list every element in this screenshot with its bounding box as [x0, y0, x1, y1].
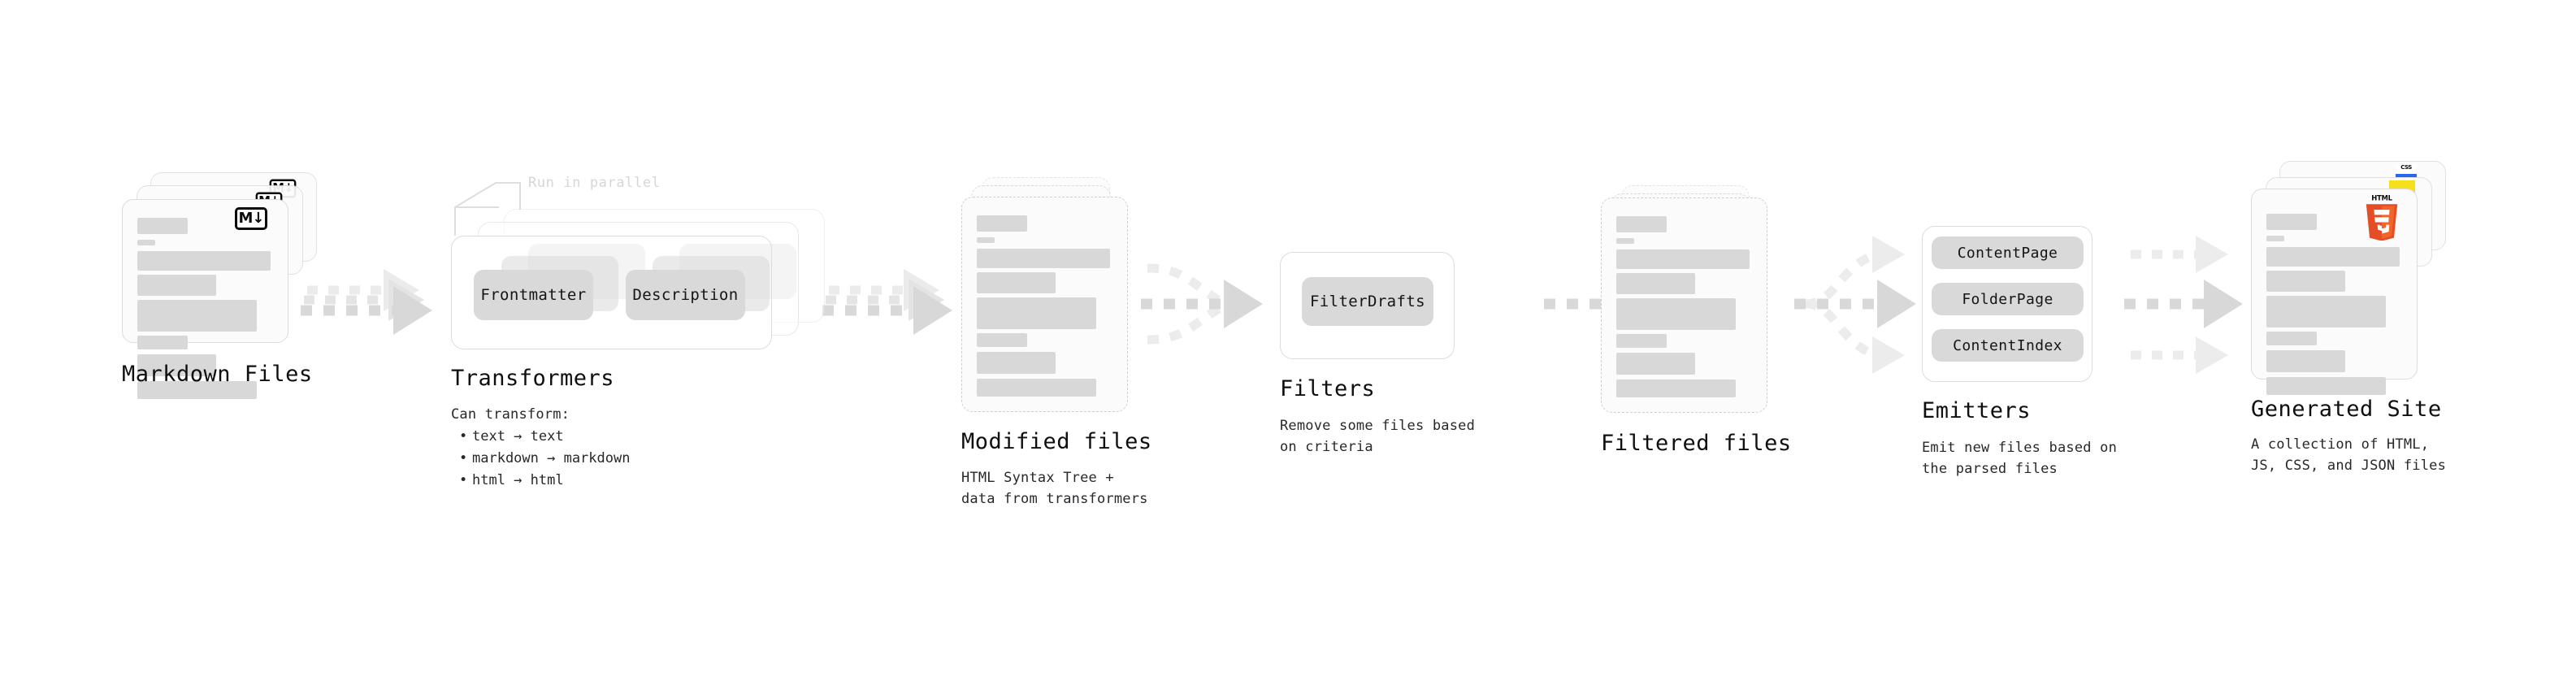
skeleton-line	[2266, 332, 2317, 345]
skeleton-title	[1616, 216, 1667, 232]
pill-contentpage[interactable]: ContentPage	[1932, 236, 2084, 269]
markdown-icon: M↓	[235, 207, 267, 230]
skeleton-sub	[137, 240, 155, 245]
arrow-transformers-to-modified	[822, 269, 952, 335]
html5-icon: HTML	[2363, 193, 2400, 241]
stage-label-modified-files: Modified files	[961, 429, 1152, 454]
modified-card-front	[961, 197, 1128, 412]
run-in-parallel-annotation: Run in parallel	[528, 175, 661, 191]
skeleton-line	[977, 297, 1096, 329]
skeleton-line	[137, 275, 216, 296]
stage-desc-transformers: Can transform:	[451, 406, 570, 423]
css-icon: CSS	[2396, 164, 2417, 177]
stage-label-filtered-files: Filtered files	[1601, 431, 1792, 456]
skeleton-line	[977, 333, 1027, 347]
bullet-item: html → html	[459, 470, 630, 492]
pill-filterdrafts[interactable]: FilterDrafts	[1302, 277, 1433, 326]
transformers-bullet-list: text → text markdown → markdown html → h…	[459, 426, 630, 492]
bullet-item: markdown → markdown	[459, 448, 630, 470]
skeleton-title	[977, 215, 1027, 232]
skeleton-line	[1616, 380, 1736, 397]
skeleton-line	[1616, 353, 1695, 375]
skeleton-line	[1616, 334, 1667, 348]
skeleton-line	[137, 381, 257, 399]
stage-filters: FilterDrafts Filters Remove some files b…	[1280, 0, 1548, 455]
skeleton-line	[1616, 273, 1695, 294]
site-card-stack: CSS HTML	[2251, 0, 2543, 395]
stage-label-emitters: Emitters	[1922, 398, 2032, 423]
stage-label-filters: Filters	[1280, 376, 1376, 401]
skeleton-line	[977, 249, 1110, 268]
skeleton-sub	[1616, 238, 1634, 244]
skeleton-sub	[2266, 236, 2284, 241]
skeleton-line	[137, 300, 257, 332]
pill-description[interactable]: Description	[626, 270, 745, 320]
stage-transformers: Run in parallel Frontmatter Description …	[451, 0, 833, 488]
skeleton-line	[2266, 271, 2345, 292]
filtered-card-stack	[1601, 0, 1869, 413]
skeleton-line	[2266, 377, 2386, 395]
skeleton-line	[137, 251, 271, 271]
stage-label-transformers: Transformers	[451, 366, 615, 391]
stage-desc-modified-files: HTML Syntax Tree + data from transformer…	[961, 470, 1148, 508]
skeleton-line	[137, 354, 216, 376]
stage-desc-filters: Remove some files based on criteria	[1280, 418, 1476, 456]
stage-label-generated-site: Generated Site	[2251, 397, 2442, 422]
stage-emitters: ContentPage FolderPage ContentIndex Emit…	[1922, 0, 2198, 477]
skeleton-line	[2266, 296, 2386, 327]
stage-desc-emitters: Emit new files based on the parsed files	[1922, 440, 2118, 478]
arrow-emitters-to-site	[2124, 236, 2243, 374]
skeleton-line	[1616, 298, 1736, 330]
stage-modified-files: Modified files HTML Syntax Tree + data f…	[961, 0, 1229, 507]
bullet-item: text → text	[459, 426, 630, 448]
site-card-front	[2251, 189, 2418, 395]
filters-box-stack: FilterDrafts	[1280, 0, 1548, 359]
stage-desc-generated-site: A collection of HTML, JS, CSS, and JSON …	[2251, 436, 2447, 475]
stage-generated-site: CSS HTML	[2251, 0, 2543, 474]
skeleton-line	[2266, 247, 2400, 267]
markdown-card-stack: M↓ M↓ M↓	[122, 0, 390, 399]
pill-contentindex[interactable]: ContentIndex	[1932, 329, 2084, 362]
transformers-box-stack: Frontmatter Description	[451, 0, 833, 349]
modified-card-stack	[961, 0, 1229, 412]
pill-folderpage[interactable]: FolderPage	[1932, 283, 2084, 315]
skeleton-title	[2266, 214, 2317, 230]
skeleton-title	[137, 218, 188, 234]
skeleton-line	[977, 272, 1056, 293]
stage-filtered-files: Filtered files	[1601, 0, 1869, 456]
skeleton-line	[977, 379, 1096, 397]
skeleton-line	[1616, 249, 1750, 269]
stage-label-markdown-files: Markdown Files	[122, 362, 313, 387]
pill-frontmatter[interactable]: Frontmatter	[474, 270, 593, 320]
emitters-box-stack: ContentPage FolderPage ContentIndex	[1922, 0, 2198, 382]
skeleton-line	[977, 352, 1056, 374]
stage-markdown-files: M↓ M↓ M↓ Markdown Files	[122, 0, 390, 399]
html5-shield-svg: HTML	[2366, 194, 2398, 241]
filtered-card-front	[1601, 197, 1767, 413]
skeleton-sub	[977, 237, 995, 243]
skeleton-line	[2266, 350, 2345, 372]
svg-text:HTML: HTML	[2371, 194, 2392, 202]
skeleton-line	[137, 336, 188, 349]
